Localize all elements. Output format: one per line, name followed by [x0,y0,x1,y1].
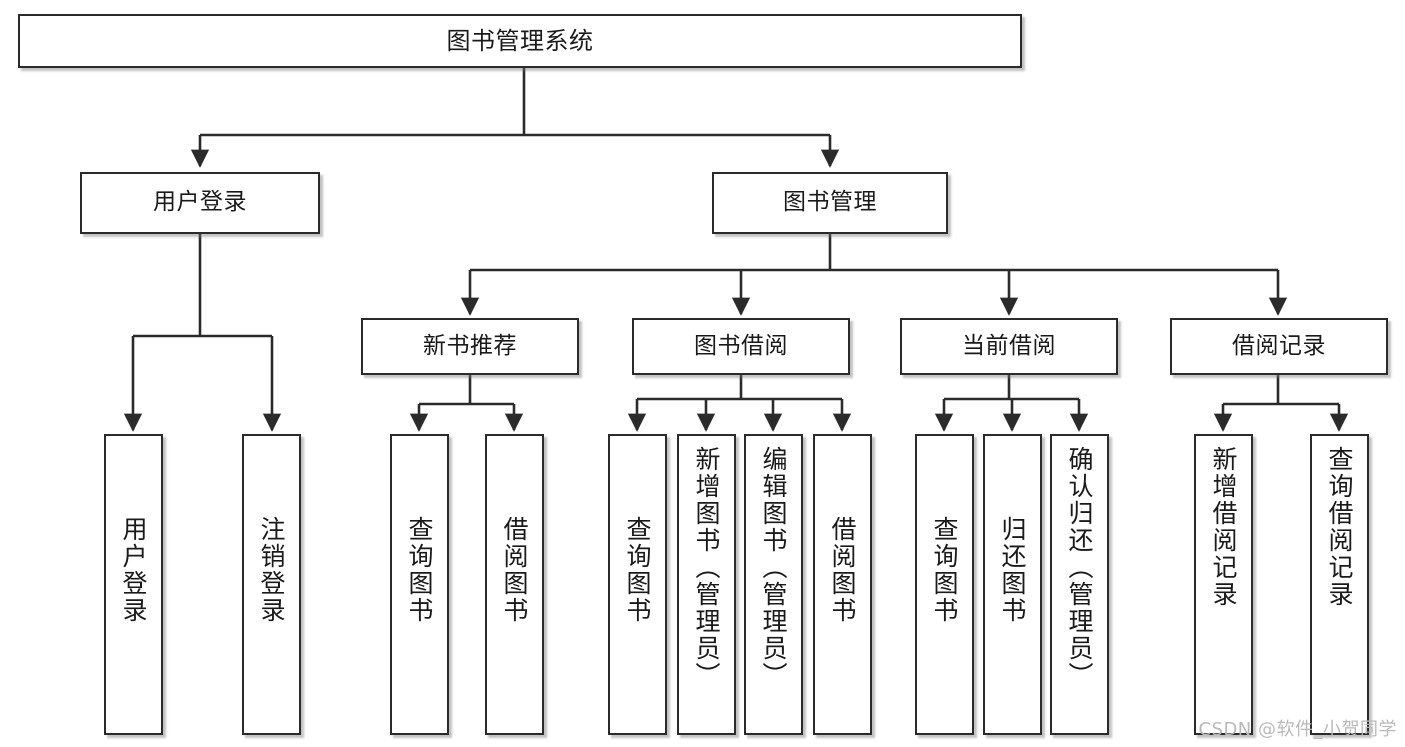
node-leaf-query-book-1[interactable]: 查询图书 [390,434,449,735]
node-label: 图书借阅 [694,332,788,359]
node-label: 借阅图书 [828,516,857,624]
node-label: 图书管理 [783,189,877,216]
node-label: 借阅记录 [1232,332,1326,359]
node-label: 编辑图书（管理员） [759,446,788,689]
node-leaf-query-book-3[interactable]: 查询图书 [915,434,974,735]
node-leaf-borrow-book-1[interactable]: 借阅图书 [485,434,544,735]
node-new-book-recommend[interactable]: 新书推荐 [361,318,579,375]
node-leaf-add-borrow-record[interactable]: 新增借阅记录 [1194,434,1253,735]
node-label: 新增图书（管理员） [692,446,721,689]
node-label: 查询图书 [930,516,959,624]
node-leaf-logout[interactable]: 注销登录 [242,434,301,735]
node-leaf-confirm-return-admin[interactable]: 确认归还（管理员） [1050,434,1109,735]
node-label: 查询图书 [623,516,652,624]
node-label: 注销登录 [257,516,286,624]
node-book-management[interactable]: 图书管理 [712,172,948,234]
node-label: 用户登录 [153,189,247,216]
node-leaf-borrow-book-2[interactable]: 借阅图书 [813,434,872,735]
node-root-book-management-system[interactable]: 图书管理系统 [18,14,1022,68]
node-label: 借阅图书 [500,516,529,624]
node-leaf-return-book[interactable]: 归还图书 [983,434,1042,735]
node-borrow-record[interactable]: 借阅记录 [1170,318,1388,375]
node-label: 确认归还（管理员） [1065,446,1094,689]
node-label: 新书推荐 [423,332,517,359]
node-label: 查询借阅记录 [1325,446,1354,608]
node-label: 当前借阅 [962,332,1056,359]
node-leaf-user-login[interactable]: 用户登录 [104,434,163,735]
node-label: 查询图书 [405,516,434,624]
node-leaf-edit-book-admin[interactable]: 编辑图书（管理员） [744,434,803,735]
node-user-login[interactable]: 用户登录 [80,172,320,234]
node-label: 归还图书 [998,516,1027,624]
node-label: 用户登录 [119,516,148,624]
node-label: 图书管理系统 [446,26,594,55]
node-book-borrow[interactable]: 图书借阅 [632,318,850,375]
node-label: 新增借阅记录 [1209,446,1238,608]
node-current-borrow[interactable]: 当前借阅 [900,318,1118,375]
node-leaf-add-book-admin[interactable]: 新增图书（管理员） [677,434,736,735]
node-leaf-query-borrow-record[interactable]: 查询借阅记录 [1310,434,1369,735]
watermark-text: CSDN @软件_小贺同学 [1198,719,1397,740]
node-leaf-query-book-2[interactable]: 查询图书 [608,434,667,735]
